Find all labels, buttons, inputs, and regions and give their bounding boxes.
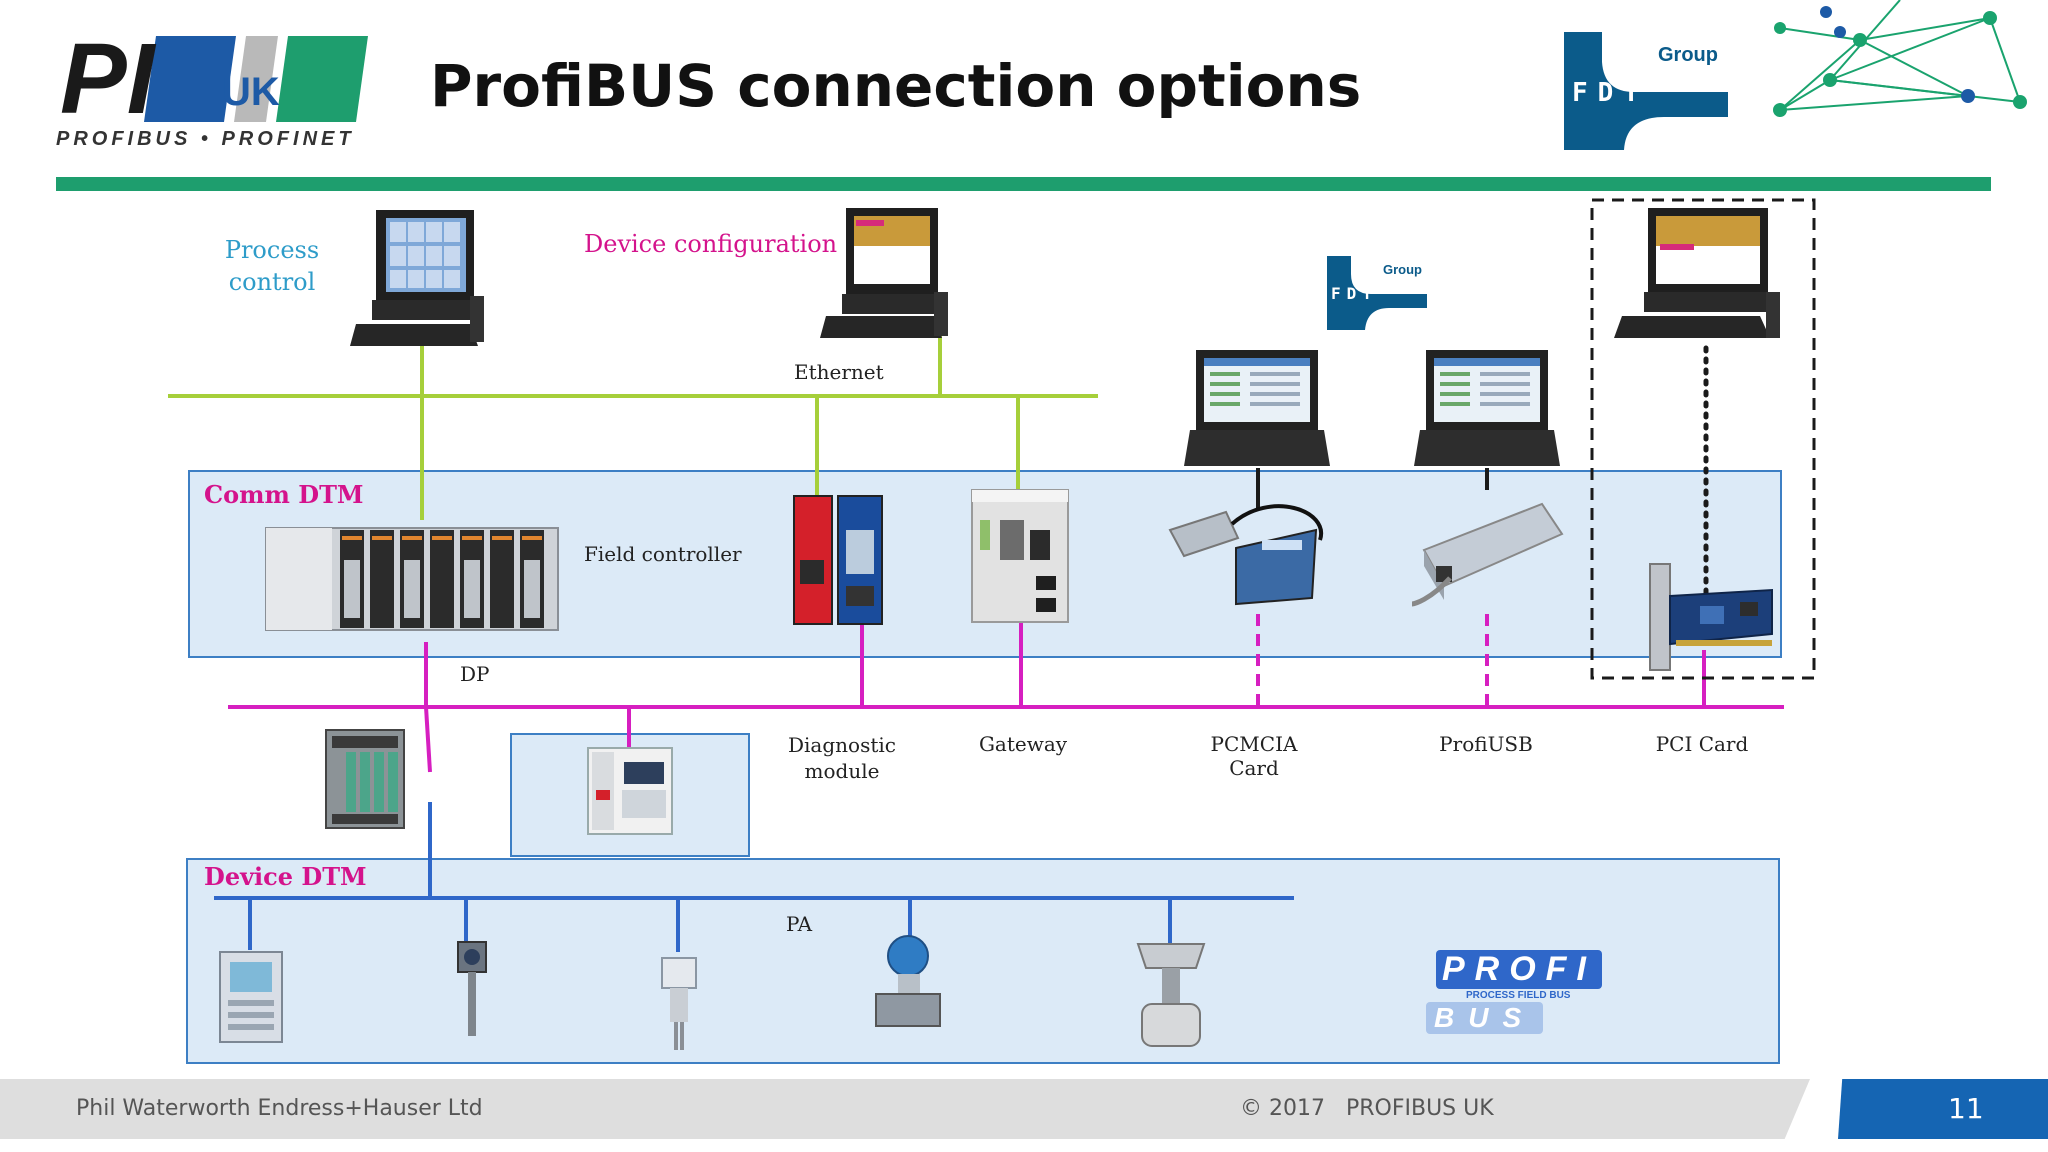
logo-grey-block — [234, 36, 278, 122]
dp-label: DP — [460, 662, 490, 686]
page-number-tab: 11 — [1838, 1079, 2048, 1139]
header-divider-bar — [56, 177, 1991, 191]
device-configuration-label: Device configuration — [584, 230, 838, 258]
logo-uk-letters: UK — [222, 70, 280, 114]
pcmcia-card-label: PCMCIA Card — [1210, 732, 1298, 780]
pa-label: PA — [786, 912, 813, 936]
laptop-pcmcia-icon — [1184, 350, 1330, 466]
fdt-text: FDT — [1572, 78, 1649, 108]
pi-uk-logo: PI UK PROFIBUS • PROFINET — [56, 23, 376, 160]
profibus-logo: PROFI PROCESS FIELD BUS BUS — [1426, 950, 1636, 1040]
small-fdt-text: FDT — [1331, 284, 1378, 303]
field-controller-label: Field controller — [584, 542, 742, 566]
fdt-group-text: Group — [1658, 44, 1718, 66]
profibus-logo-bottom: BUS — [1426, 1002, 1544, 1034]
pci-card-label: PCI Card — [1655, 732, 1749, 756]
dp-drop-coupler — [424, 706, 432, 773]
ethernet-label: Ethernet — [794, 360, 884, 384]
footer-bar — [0, 1079, 1810, 1139]
footer-copyright: © 2017 PROFIBUS UK — [1240, 1096, 1494, 1121]
fdt-group-logo: Group FDT — [1564, 32, 1728, 150]
laptop-usb-icon — [1414, 350, 1560, 466]
small-fdt-group-text: Group — [1383, 262, 1422, 277]
page-title: ProfiBUS connection options — [430, 52, 1362, 120]
diagnostic-module-label: Diagnostic module — [788, 733, 896, 783]
fdt-logo-shape — [1602, 32, 1728, 150]
comm-dtm-zone — [188, 470, 1782, 658]
profibus-logo-mid: PROCESS FIELD BUS — [1466, 990, 1571, 1001]
profibus-logo-top: PROFI — [1436, 950, 1602, 989]
profiusb-label: ProfiUSB — [1439, 732, 1533, 756]
remote-io-icon — [325, 729, 405, 829]
logo-pi-letters: PI — [60, 23, 155, 135]
small-fdt-logo-shape — [1351, 256, 1427, 330]
logo-green-block — [276, 36, 368, 122]
device-config-pc-icon — [820, 208, 948, 338]
process-control-pc-icon — [350, 210, 484, 346]
footer-author: Phil Waterworth Endress+Hauser Ltd — [76, 1096, 483, 1121]
pi-logo-graphic — [144, 36, 368, 122]
logo-blue-block — [144, 36, 236, 122]
page-number: 11 — [1948, 1092, 1984, 1125]
process-control-label: Process control — [224, 236, 320, 296]
small-fdt-logo: Group FDT — [1327, 256, 1427, 330]
diagnostic-module-box — [510, 733, 750, 857]
comm-dtm-label: Comm DTM — [204, 480, 364, 509]
device-dtm-label: Device DTM — [204, 862, 367, 891]
logo-subtitle: PROFIBUS • PROFINET — [56, 128, 355, 150]
pci-host-pc-icon — [1614, 208, 1780, 338]
gateway-label: Gateway — [978, 732, 1068, 756]
